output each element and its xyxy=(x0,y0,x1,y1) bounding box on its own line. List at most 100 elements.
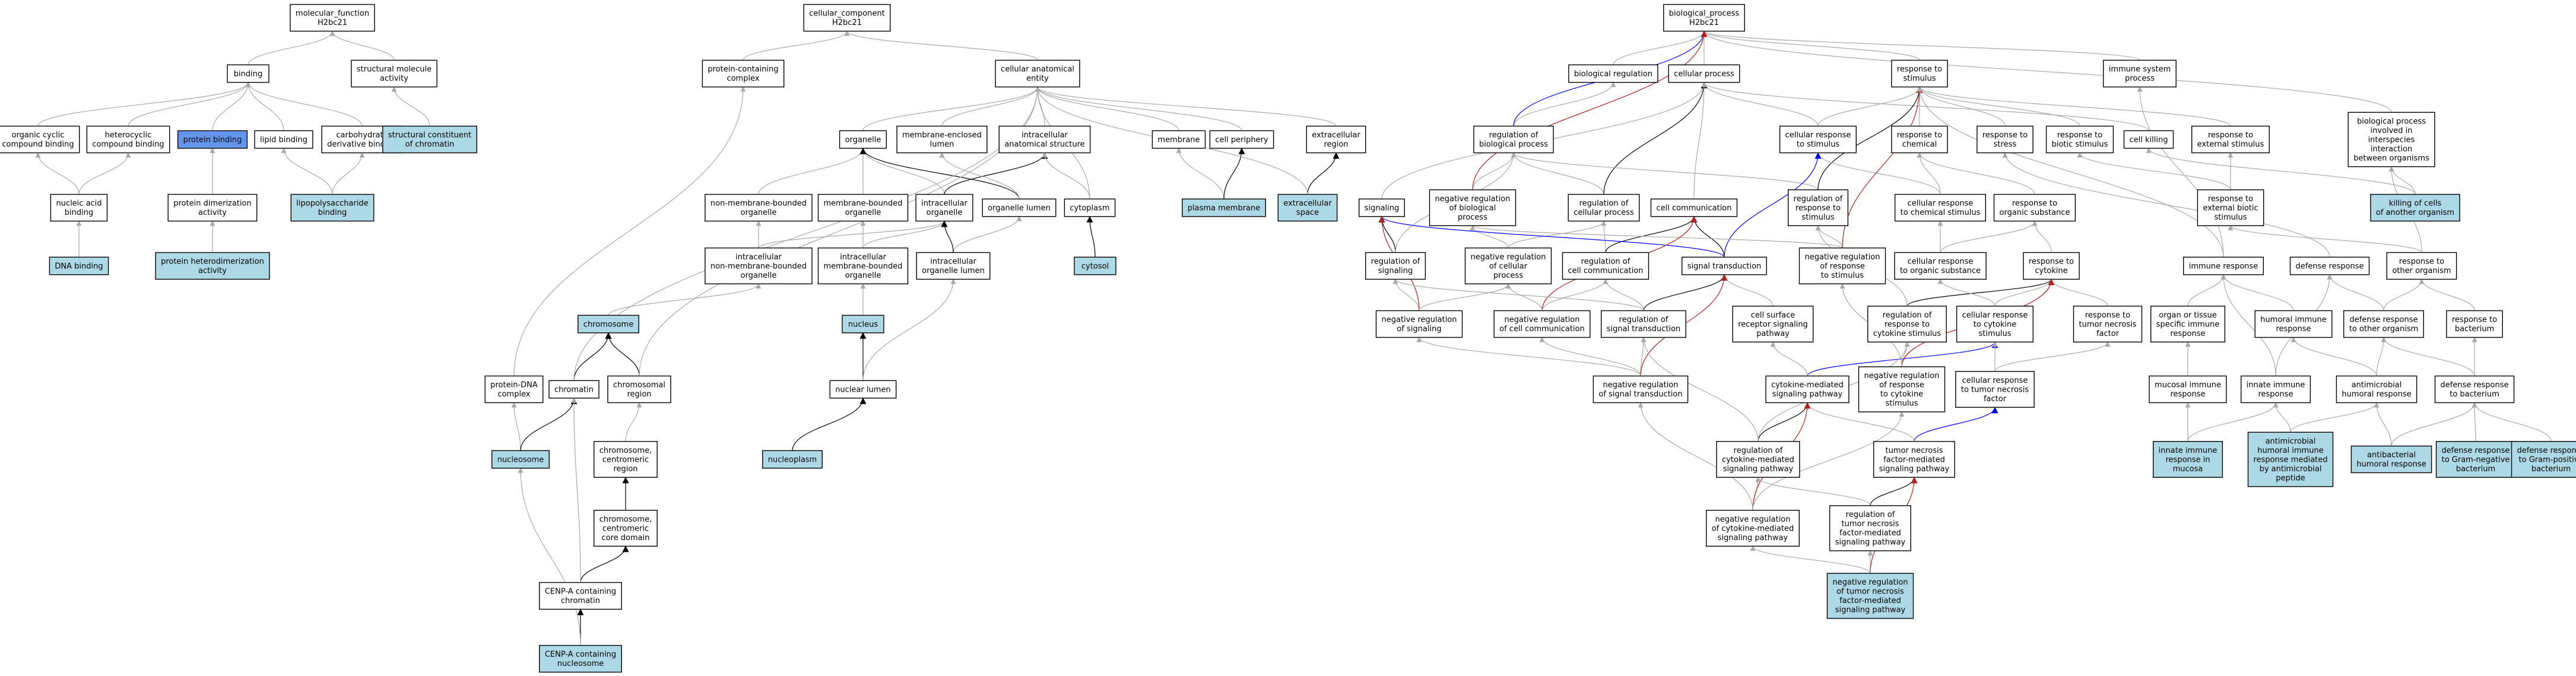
go-term-node-cproc[interactable]: cellular process xyxy=(1668,64,1740,83)
go-term-node-dr[interactable]: defense response xyxy=(2289,256,2370,275)
go-term-node-st[interactable]: signal transduction xyxy=(1681,256,1767,275)
go-term-node-cyto[interactable]: cytoplasm xyxy=(1064,198,1116,217)
go-term-node-binding[interactable]: binding xyxy=(227,64,269,83)
go-term-node-dna[interactable]: DNA binding xyxy=(49,256,109,275)
go-term-node-ol[interactable]: organelle lumen xyxy=(982,198,1057,217)
go-term-node-lb[interactable]: lipid binding xyxy=(254,130,313,149)
go-term-node-rcmsp[interactable]: regulation ofcytokine-mediatedsignaling … xyxy=(1716,441,1800,478)
go-term-node-ir[interactable]: immune response xyxy=(2182,256,2264,275)
go-term-node-nucleus[interactable]: nucleus xyxy=(842,315,884,334)
go-term-node-inmbo[interactable]: intracellularnon-membrane-boundedorganel… xyxy=(705,247,813,284)
go-term-node-cc2[interactable]: cell communication xyxy=(1650,198,1738,217)
go-term-node-signaling[interactable]: signaling xyxy=(1358,198,1405,217)
go-term-node-nucleoplasm[interactable]: nucleoplasm xyxy=(762,450,823,469)
go-term-node-membrane[interactable]: membrane xyxy=(1151,130,1206,149)
go-term-node-breg[interactable]: biological regulation xyxy=(1568,64,1658,83)
go-term-node-cp[interactable]: cell periphery xyxy=(1209,130,1274,149)
go-term-node-cytosol[interactable]: cytosol xyxy=(1074,256,1116,275)
go-term-node-ck[interactable]: cell killing xyxy=(2123,130,2174,149)
go-term-node-chromatin[interactable]: chromatin xyxy=(548,380,599,399)
go-term-node-chromosome[interactable]: chromosome xyxy=(578,315,639,334)
go-term-node-nucleosome[interactable]: nucleosome xyxy=(491,450,550,469)
go-term-node-organelle[interactable]: organelle xyxy=(839,130,887,149)
go-term-node-pb[interactable]: protein binding xyxy=(177,130,248,149)
go-term-node-pm[interactable]: plasma membrane xyxy=(1182,198,1267,217)
